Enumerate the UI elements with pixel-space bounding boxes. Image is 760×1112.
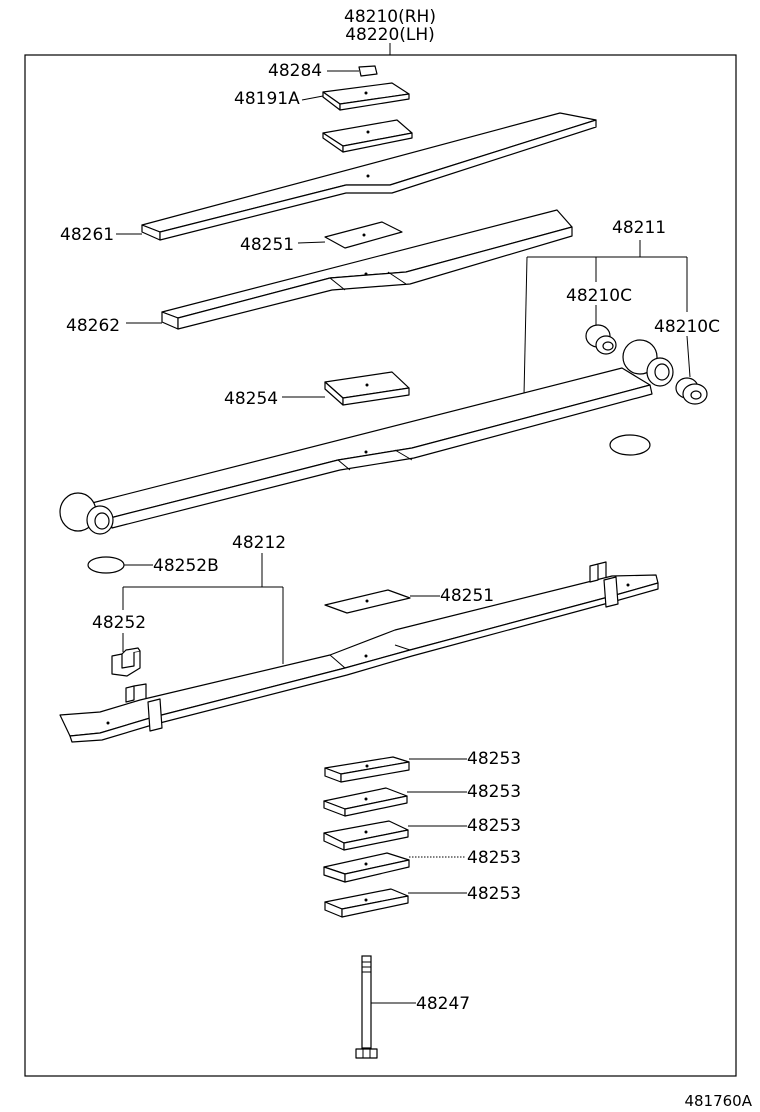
figure-code: 481760A <box>684 1092 752 1110</box>
label-leaf-seat-1[interactable]: 48251 <box>240 235 294 255</box>
rear-washer-part[interactable] <box>609 434 651 456</box>
label-spacer-3[interactable]: 48253 <box>467 816 521 836</box>
leader-upper-seat <box>301 95 324 101</box>
spacer-5-part[interactable] <box>324 888 409 918</box>
label-second-leaf[interactable]: 48262 <box>66 316 120 336</box>
spacer-2-part[interactable] <box>323 787 408 817</box>
leader-bushing-right <box>686 335 691 378</box>
spacer-1-part[interactable] <box>324 756 410 783</box>
label-washer[interactable]: 48252B <box>153 556 219 576</box>
label-upper-seat[interactable]: 48191A <box>234 89 300 109</box>
spring-assy-bracket <box>523 240 688 396</box>
main-leaf-part[interactable] <box>59 339 674 535</box>
leader-leaf-seat-1 <box>297 241 326 244</box>
helper-leaf-part[interactable] <box>59 561 659 743</box>
label-nut[interactable]: 48284 <box>268 61 322 81</box>
leaf-seat-2-part[interactable] <box>324 371 410 406</box>
label-center-bolt[interactable]: 48247 <box>416 994 470 1014</box>
assembly-label-lh: 48220(LH) <box>345 25 435 45</box>
label-bushing-right[interactable]: 48210C <box>654 317 720 337</box>
label-clip[interactable]: 48252 <box>92 613 146 633</box>
label-top-leaf[interactable]: 48261 <box>60 225 114 245</box>
label-spacer-4[interactable]: 48253 <box>467 848 521 868</box>
label-leaf-seat-2[interactable]: 48254 <box>224 389 278 409</box>
assembly-label-rh: 48210(RH) <box>344 7 436 27</box>
nut-part[interactable] <box>358 65 378 77</box>
center-bolt-part[interactable] <box>355 955 378 1059</box>
label-spring-assy[interactable]: 48211 <box>612 218 666 238</box>
washer-part[interactable] <box>87 556 125 574</box>
spacer-3-part[interactable] <box>323 820 409 851</box>
clip-part[interactable] <box>111 647 141 677</box>
upper-seat-part[interactable] <box>322 82 410 111</box>
leaf-seat-1-part[interactable] <box>324 221 403 249</box>
bushing-right-part[interactable] <box>675 377 708 405</box>
spacer-4-part[interactable] <box>323 852 410 883</box>
label-spacer-5[interactable]: 48253 <box>467 884 521 904</box>
top-leaf-part[interactable] <box>141 112 597 241</box>
label-helper-assy[interactable]: 48212 <box>232 533 286 553</box>
label-leaf-seat-3[interactable]: 48251 <box>440 586 494 606</box>
label-spacer-1[interactable]: 48253 <box>467 749 521 769</box>
diagram-frame <box>24 54 737 1077</box>
helper-assy-bracket <box>122 553 284 664</box>
second-leaf-part[interactable] <box>161 209 573 330</box>
leaf-seat-3-part[interactable] <box>324 589 411 614</box>
bushing-left-part[interactable] <box>585 324 617 355</box>
label-spacer-2[interactable]: 48253 <box>467 782 521 802</box>
label-bushing-left[interactable]: 48210C <box>566 286 632 306</box>
upper-pad-part[interactable] <box>322 119 413 153</box>
